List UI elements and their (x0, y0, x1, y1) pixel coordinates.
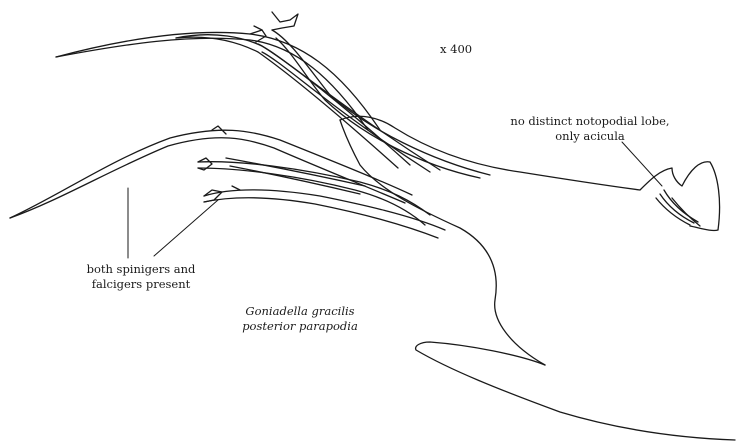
caption-species: Goniadella gracilis (230, 304, 370, 319)
spiniger-lower (10, 126, 412, 218)
magnification-label: x 400 (440, 42, 472, 57)
pointer-line-falciger (154, 200, 218, 256)
parapodial-body (340, 116, 735, 440)
aciculae (656, 190, 700, 226)
falciger-bundle-lower (198, 158, 445, 238)
annotation-chaetae-line1: both spinigers and (66, 262, 216, 277)
pointer-line-notopodial (622, 142, 662, 186)
spiniger-upper (56, 30, 380, 130)
falciger-bundle-upper (176, 12, 490, 178)
figure-caption: Goniadella gracilis posterior parapodia (230, 304, 370, 334)
annotation-chaetae: both spinigers and falcigers present (66, 262, 216, 292)
annotation-notopodial-line1: no distinct notopodial lobe, (500, 114, 680, 129)
annotation-chaetae-line2: falcigers present (66, 277, 216, 292)
annotation-notopodial: no distinct notopodial lobe, only acicul… (500, 114, 680, 144)
caption-part: posterior parapodia (230, 319, 370, 334)
annotation-notopodial-line2: only acicula (500, 129, 680, 144)
